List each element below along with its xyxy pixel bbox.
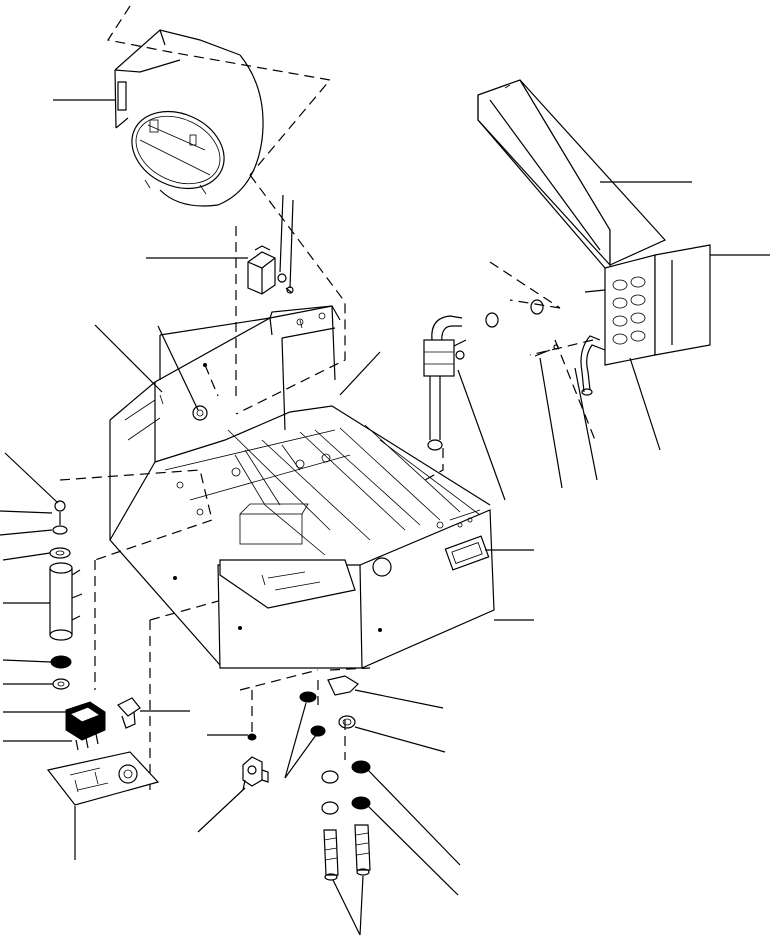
thermostat-sensor <box>242 733 269 791</box>
blower-housing <box>114 29 264 207</box>
control-switch <box>65 697 141 751</box>
relay <box>247 245 294 295</box>
evaporator-core <box>580 244 711 396</box>
assembly-dashed-lines <box>59 5 596 790</box>
resistor-assembly <box>49 500 83 690</box>
heater-unit-case <box>109 305 495 669</box>
evaporator-fins <box>612 276 646 345</box>
switch-bracket <box>46 751 160 806</box>
evaporator-cover <box>477 79 666 269</box>
expansion-valve <box>423 299 559 451</box>
callout-leader-lines <box>0 99 770 936</box>
drain-hose-fittings <box>299 675 371 881</box>
